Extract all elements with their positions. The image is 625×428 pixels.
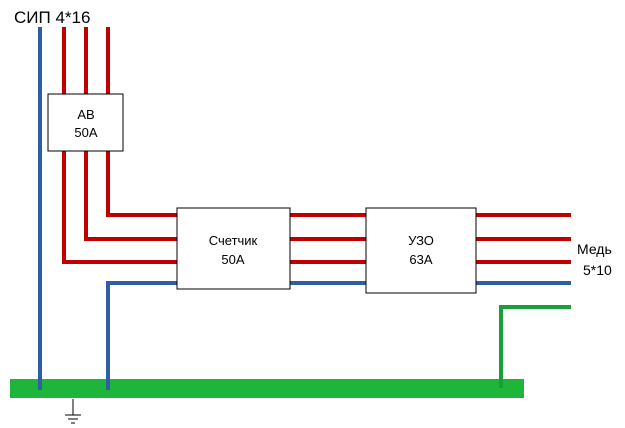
meter-box: Счетчик 50А bbox=[176, 207, 291, 290]
breaker-name: АВ bbox=[77, 107, 94, 122]
output-cable-label-line2: 5*10 bbox=[583, 262, 612, 278]
ground-bus bbox=[10, 379, 524, 398]
meter-name: Счетчик bbox=[209, 233, 258, 248]
meter-rating: 50А bbox=[221, 252, 244, 267]
phase-wire-l3 bbox=[106, 27, 178, 217]
rcd-box: УЗО 63А bbox=[365, 207, 477, 294]
ground-symbol-icon bbox=[65, 399, 81, 424]
rcd-name: УЗО bbox=[408, 233, 434, 248]
breaker-box: АВ 50А bbox=[47, 93, 124, 152]
input-cable-label: СИП 4*16 bbox=[14, 8, 90, 27]
output-cable-label-line1: Медь bbox=[577, 241, 612, 257]
rcd-rating: 63А bbox=[409, 252, 432, 267]
breaker-rating: 50А bbox=[74, 125, 97, 140]
neutral-wire-to-meter bbox=[106, 281, 178, 390]
ground-wire-output bbox=[499, 305, 571, 388]
